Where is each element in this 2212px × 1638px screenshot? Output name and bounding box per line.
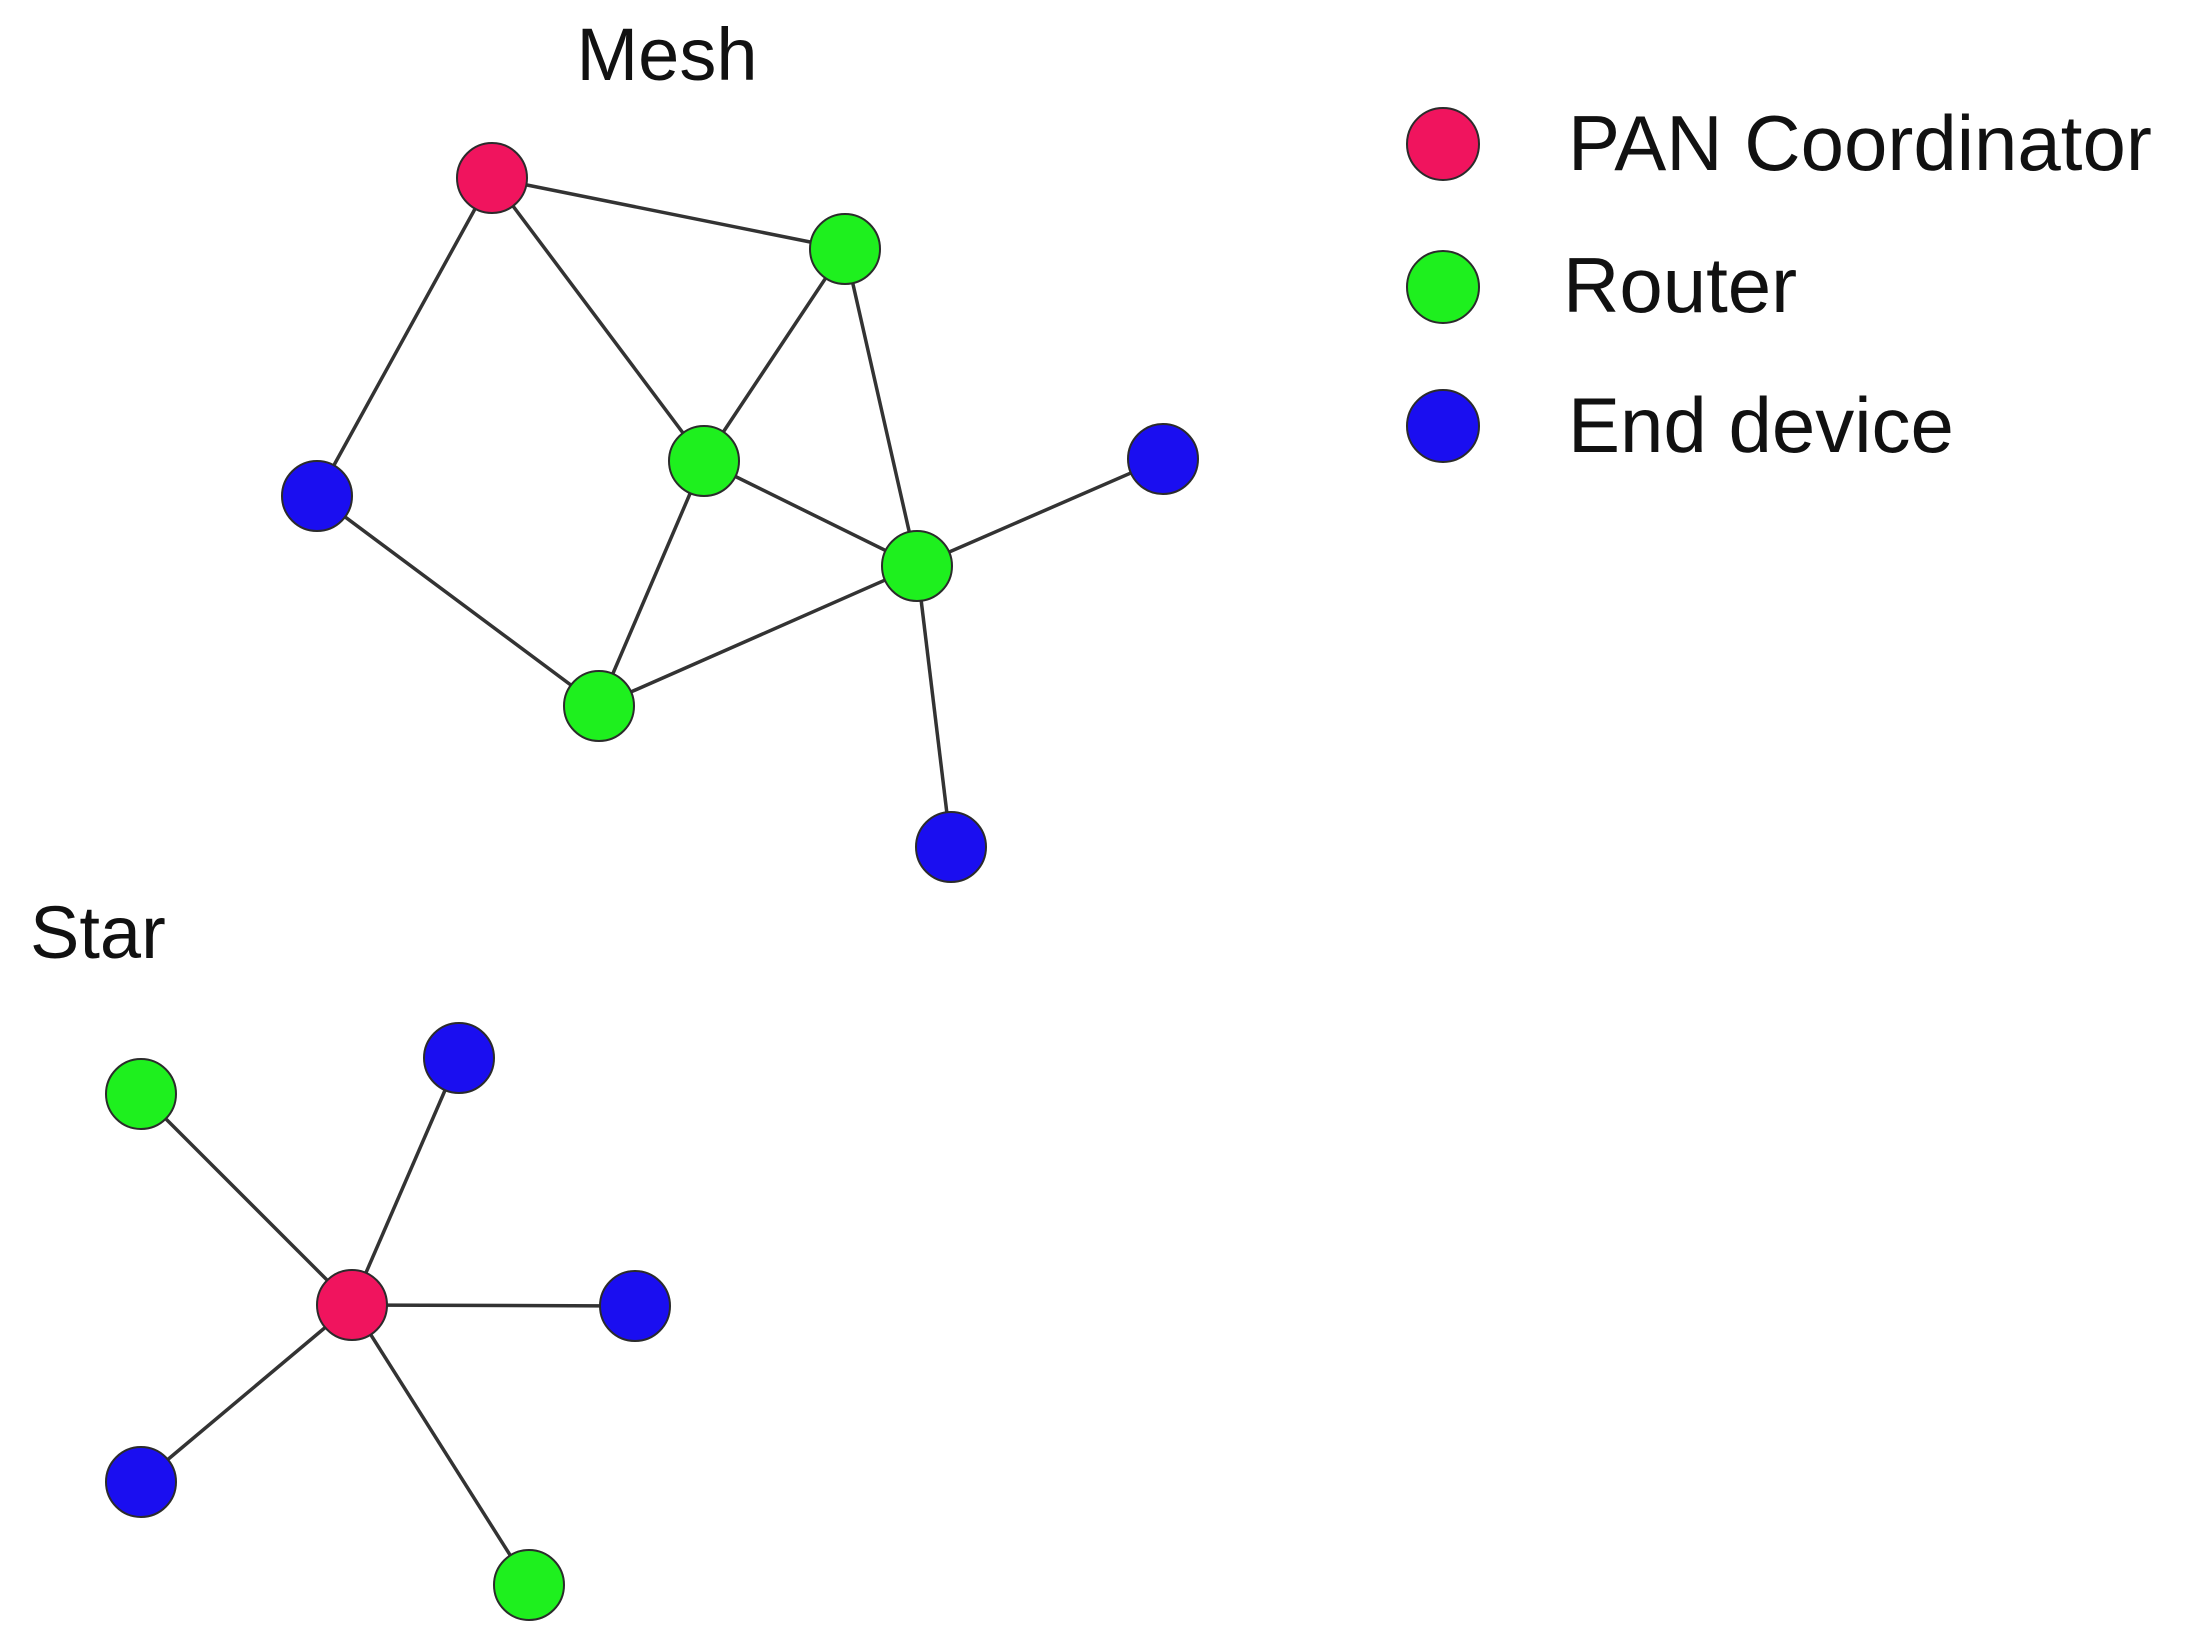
mesh-link-m-r2-m-r3 — [703, 459, 918, 568]
star-node-router-s-r1 — [105, 1058, 177, 1130]
mesh-node-end-m-e2 — [1127, 423, 1199, 495]
mesh-title: Mesh — [577, 13, 758, 96]
star-link-s-pan-s-r1 — [139, 1092, 354, 1307]
star-link-s-pan-s-e1 — [350, 1057, 461, 1306]
mesh-link-m-e1-m-r4 — [315, 494, 601, 708]
mesh-node-router-m-r1 — [809, 213, 881, 285]
mesh-link-m-pan-m-e1 — [315, 177, 494, 497]
star-link-s-pan-s-e2 — [351, 1303, 636, 1308]
mesh-link-m-r3-m-e2 — [916, 457, 1164, 568]
mesh-node-router-m-r2 — [668, 425, 740, 497]
star-node-end-s-e2 — [599, 1270, 671, 1342]
legend-item-end-device: End device — [1406, 381, 1954, 469]
legend-label-router: Router — [1563, 241, 1797, 329]
mesh-node-end-m-e3 — [915, 811, 987, 883]
star-link-s-pan-s-e3 — [139, 1303, 354, 1484]
mesh-link-m-pan-m-r2 — [490, 176, 706, 463]
star-link-s-pan-s-r2 — [350, 1304, 531, 1586]
mesh-node-router-m-r3 — [881, 530, 953, 602]
mesh-link-m-r3-m-e3 — [915, 565, 953, 848]
mesh-node-coordinator-m-pan — [456, 142, 528, 214]
mesh-link-m-r2-m-r4 — [597, 460, 706, 707]
star-node-end-s-e1 — [423, 1022, 495, 1094]
legend-item-router: Router — [1406, 241, 1797, 329]
legend-label-end-device: End device — [1568, 381, 1954, 469]
edges-layer — [139, 176, 1164, 1586]
star-node-router-s-r2 — [493, 1549, 565, 1621]
legend-swatch-coordinator — [1406, 107, 1480, 181]
star-title: Star — [30, 891, 166, 974]
mesh-link-m-r4-m-r3 — [598, 564, 918, 708]
nodes-layer — [105, 142, 1199, 1621]
mesh-link-m-pan-m-r1 — [491, 176, 846, 251]
legend-item-pan-coordinator: PAN Coordinator — [1406, 99, 2152, 187]
mesh-link-m-r1-m-r3 — [843, 248, 919, 567]
legend: PAN Coordinator Router End device — [1406, 99, 2152, 469]
star-node-end-s-e3 — [105, 1446, 177, 1518]
legend-label-pan-coordinator: PAN Coordinator — [1568, 99, 2152, 187]
mesh-node-router-m-r4 — [563, 670, 635, 742]
star-node-coordinator-s-pan — [316, 1269, 388, 1341]
mesh-node-end-m-e1 — [281, 460, 353, 532]
mesh-link-m-r1-m-r2 — [702, 248, 847, 462]
legend-swatch-end-device — [1406, 389, 1480, 463]
legend-swatch-router — [1406, 250, 1480, 324]
